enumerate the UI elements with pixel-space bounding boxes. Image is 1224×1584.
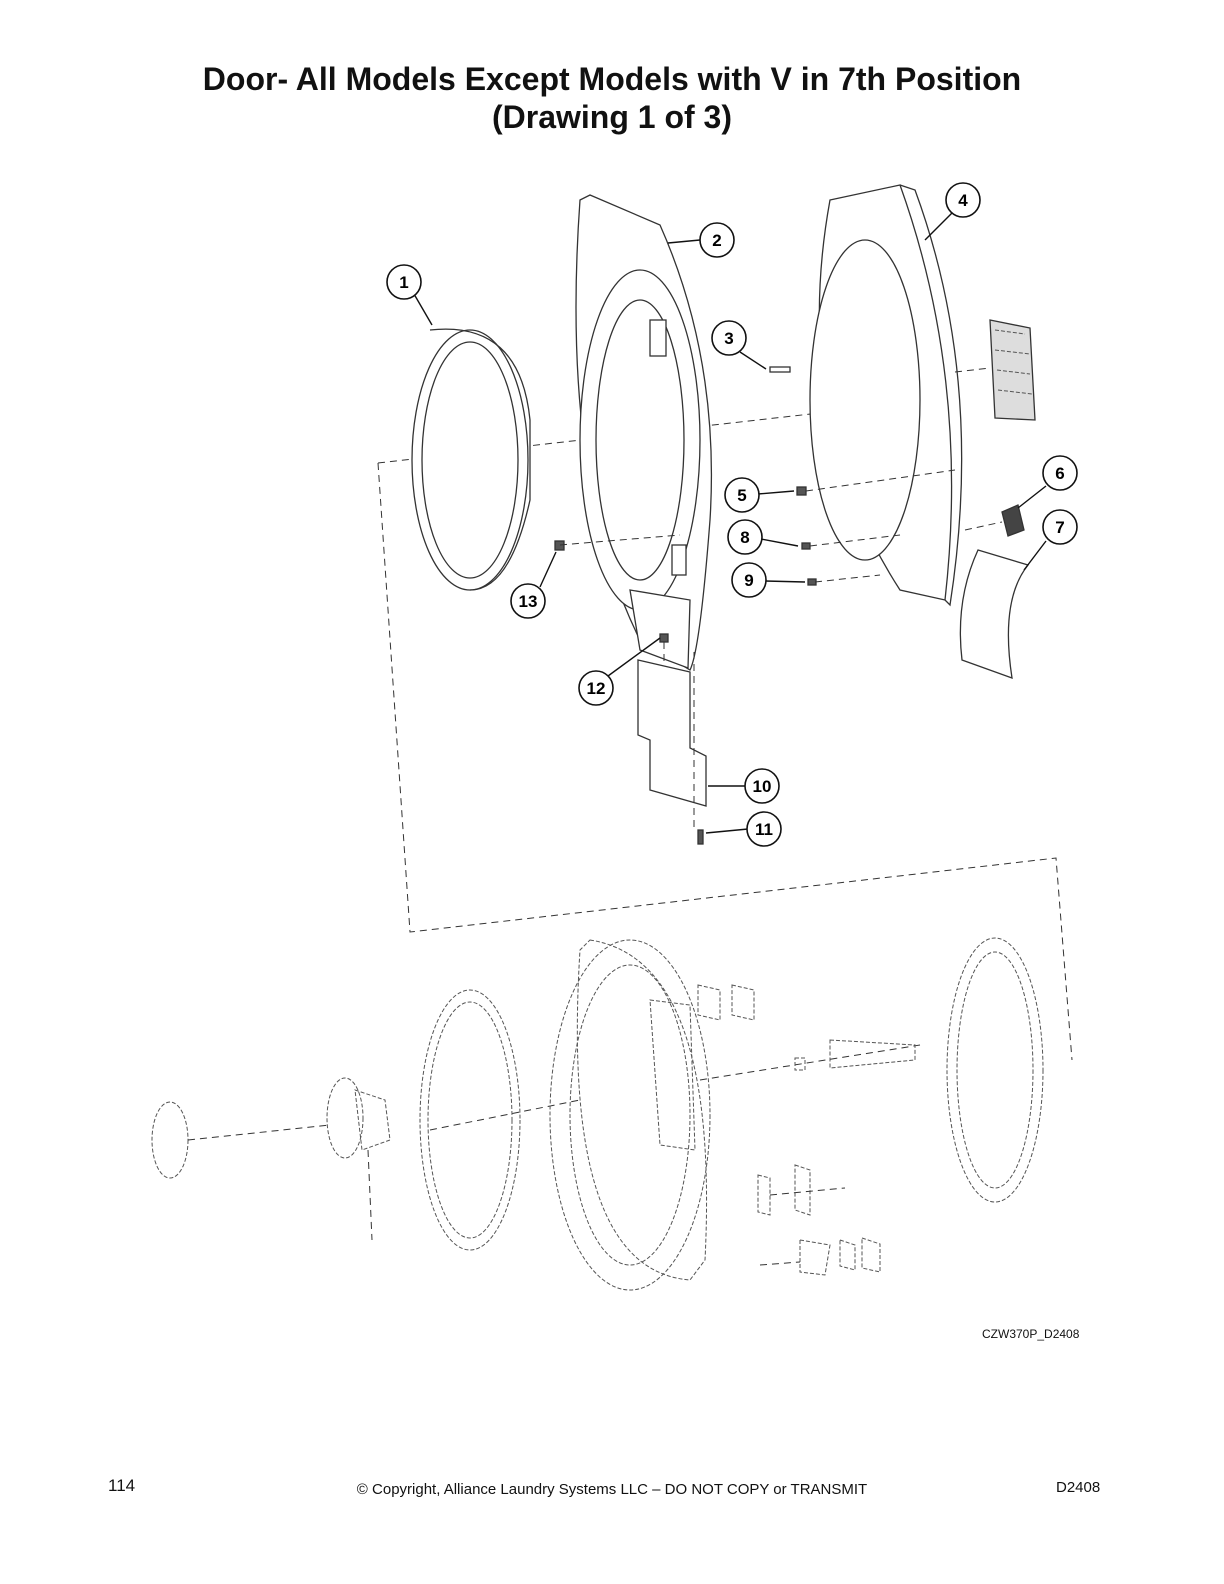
- part-1-ring: [411, 328, 531, 591]
- callout-1: 1: [386, 264, 422, 300]
- svg-text:10: 10: [753, 777, 772, 796]
- drawing-reference-code: CZW370P_D2408: [982, 1327, 1080, 1341]
- part-10-plate: [637, 659, 707, 807]
- svg-text:7: 7: [1055, 518, 1064, 537]
- callout-13: 13: [510, 583, 546, 619]
- svg-text:5: 5: [737, 486, 746, 505]
- svg-text:4: 4: [958, 191, 968, 210]
- callout-3: 3: [711, 320, 747, 356]
- callout-7: 7: [1042, 509, 1078, 545]
- assembly-path-line: [377, 462, 1073, 1061]
- part-7-sheet: [959, 549, 1030, 679]
- title-line-2: (Drawing 1 of 3): [491, 99, 732, 135]
- svg-text:1: 1: [399, 273, 408, 292]
- svg-text:8: 8: [740, 528, 749, 547]
- part-2-front-panel: [575, 194, 713, 671]
- door-assembly-ghost: [151, 937, 1044, 1291]
- svg-text:2: 2: [712, 231, 721, 250]
- title-line-1: Door- All Models Except Models with V in…: [202, 61, 1022, 97]
- svg-text:12: 12: [587, 679, 606, 698]
- svg-text:6: 6: [1055, 464, 1064, 483]
- svg-text:3: 3: [724, 329, 733, 348]
- callout-2: 2: [699, 222, 735, 258]
- svg-text:11: 11: [755, 820, 773, 839]
- svg-text:13: 13: [519, 592, 538, 611]
- page-title: Door- All Models Except Models with V in…: [0, 60, 1224, 136]
- page-number: 114: [108, 1476, 136, 1495]
- part-4-rear-panel: [809, 184, 963, 607]
- callout-12: 12: [578, 670, 614, 706]
- part-6-knob: [1001, 504, 1025, 537]
- callout-6: 6: [1042, 455, 1078, 491]
- control-board: [989, 319, 1036, 421]
- callout-9: 9: [731, 562, 767, 598]
- callout-11: 11: [746, 811, 782, 847]
- callout-5: 5: [724, 477, 760, 513]
- callout-8: 8: [727, 519, 763, 555]
- svg-text:9: 9: [744, 571, 753, 590]
- leader-lines: [413, 212, 1047, 834]
- copyright-notice: © Copyright, Alliance Laundry Systems LL…: [356, 1481, 868, 1498]
- callout-10: 10: [744, 768, 780, 804]
- document-code: D2408: [1056, 1479, 1101, 1496]
- callout-4: 4: [945, 182, 981, 218]
